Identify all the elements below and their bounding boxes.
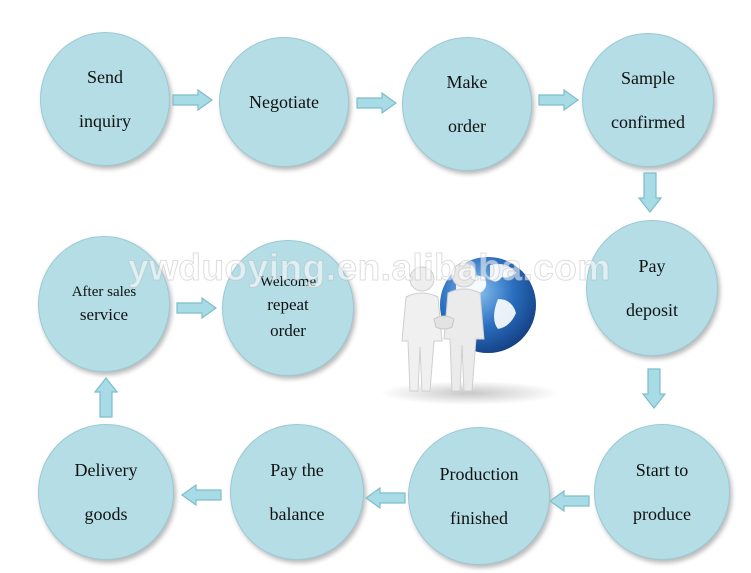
handshake-globe-icon bbox=[380, 257, 560, 405]
step-sample-confirmed: Sample confirmed bbox=[582, 33, 714, 167]
step-label: Pay the bbox=[270, 460, 324, 480]
step-label: Start to bbox=[635, 460, 689, 480]
step-production-finished: Production finished bbox=[408, 427, 550, 565]
step-label: Make bbox=[446, 72, 488, 92]
arrow-left-icon bbox=[364, 487, 406, 509]
step-label: Send bbox=[87, 67, 123, 87]
step-make-order: Make order bbox=[402, 37, 532, 171]
arrow-down-icon bbox=[642, 368, 666, 409]
step-welcome-repeat-order: Welcome repeat order bbox=[222, 240, 354, 376]
arrow-right-icon bbox=[356, 92, 398, 114]
step-label: order bbox=[270, 321, 306, 340]
arrow-left-icon bbox=[548, 490, 590, 512]
step-label: produce bbox=[633, 504, 691, 524]
step-start-to-produce: Start to produce bbox=[594, 424, 730, 560]
step-label: After sales bbox=[71, 284, 137, 300]
arrow-right-icon bbox=[538, 89, 580, 111]
step-label: finished bbox=[450, 508, 508, 528]
arrow-down-icon bbox=[638, 172, 662, 213]
step-label: Delivery bbox=[74, 460, 138, 480]
step-label: goods bbox=[84, 504, 128, 524]
arrow-up-icon bbox=[94, 377, 118, 418]
step-label: Sample bbox=[621, 68, 675, 88]
arrow-left-icon bbox=[180, 484, 222, 506]
step-negotiate: Negotiate bbox=[219, 37, 349, 167]
step-label: service bbox=[79, 305, 129, 324]
step-label: Negotiate bbox=[249, 92, 319, 112]
step-label: deposit bbox=[626, 300, 678, 320]
step-send-inquiry: Send inquiry bbox=[40, 32, 170, 166]
step-after-sales-service: After sales service bbox=[38, 236, 170, 372]
step-label: Welcome bbox=[259, 274, 317, 290]
step-label: confirmed bbox=[611, 112, 685, 132]
step-label: Pay bbox=[638, 256, 666, 276]
step-label: order bbox=[448, 116, 486, 136]
step-pay-the-balance: Pay the balance bbox=[230, 424, 364, 560]
step-label: Production bbox=[439, 464, 519, 484]
step-label: balance bbox=[269, 504, 325, 524]
step-label: inquiry bbox=[79, 111, 131, 131]
arrow-right-icon bbox=[172, 89, 214, 111]
arrow-right-icon bbox=[176, 297, 218, 319]
step-pay-deposit: Pay deposit bbox=[586, 220, 718, 356]
step-delivery-goods: Delivery goods bbox=[38, 424, 174, 560]
step-label: repeat bbox=[267, 295, 309, 314]
